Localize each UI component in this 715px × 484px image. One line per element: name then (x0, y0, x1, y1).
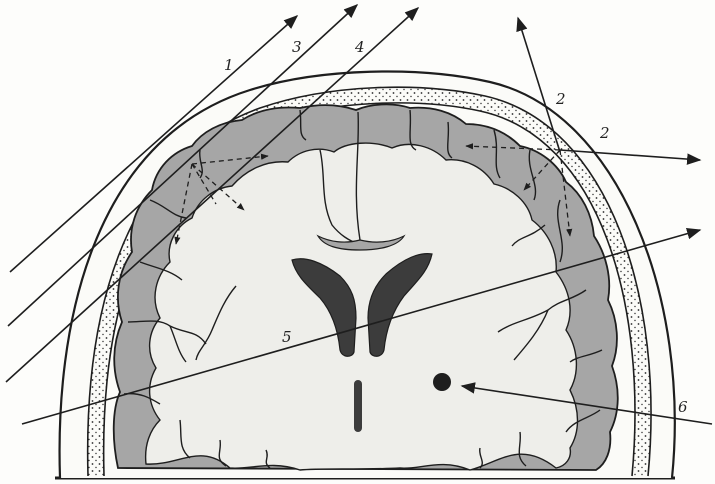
label-1: 1 (224, 56, 234, 74)
label-6: 6 (678, 398, 688, 416)
label-3: 3 (292, 38, 302, 56)
lesion-dot (433, 373, 451, 391)
third-ventricle (354, 380, 362, 432)
label-2-right: 2 (599, 124, 610, 142)
label-5: 5 (282, 328, 292, 346)
label-4: 4 (354, 38, 365, 56)
label-2-upper: 2 (555, 90, 566, 108)
